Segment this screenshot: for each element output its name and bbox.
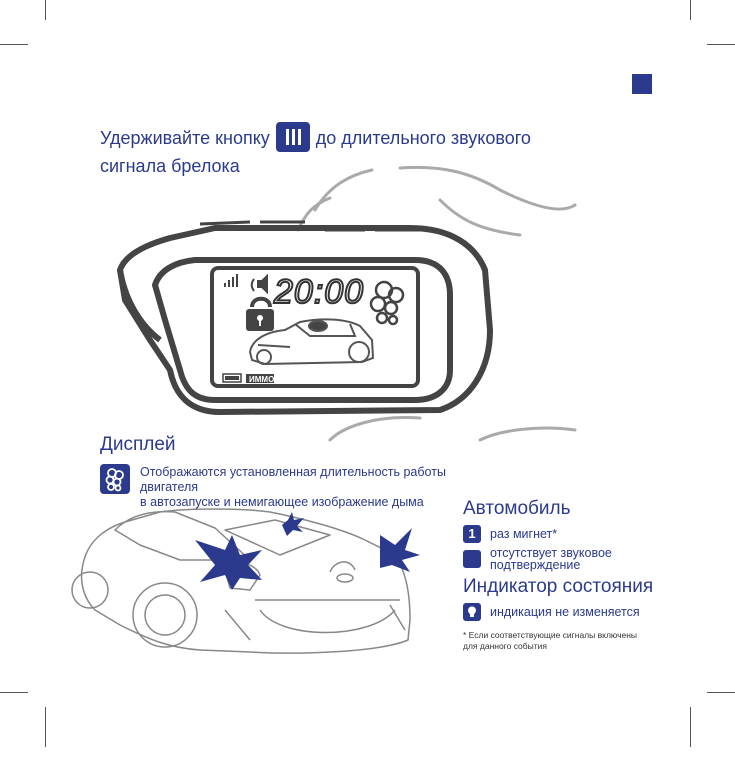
instruction-text: Удерживайте кнопку до длительного звуково…	[100, 122, 570, 179]
display-description-line1: Отображаются установленная длительность …	[140, 465, 446, 494]
footnote-line2: для данного события	[463, 641, 547, 651]
battery-icon	[222, 373, 242, 383]
lcd-time: 20:00	[273, 273, 364, 311]
car-outline	[71, 508, 411, 654]
crop-mark	[690, 707, 691, 747]
footnote: * Если соответствующие сигналы включены …	[463, 630, 663, 652]
footnote-line1: * Если соответствующие сигналы включены	[463, 630, 638, 640]
led-bulb-icon	[463, 603, 481, 621]
display-description: Отображаются установленная длительность …	[140, 465, 500, 510]
signal-icon	[224, 274, 238, 287]
display-description-line2: в автозапуске и немигающее изображение д…	[140, 495, 424, 509]
sound-text-line2: подтверждение	[490, 558, 581, 572]
crop-mark	[0, 692, 28, 693]
fob-back-piece	[117, 269, 162, 343]
lock-icon	[246, 296, 274, 331]
car-title: Автомобиль	[463, 498, 571, 519]
smoke-icon	[100, 464, 130, 494]
instruction-before: Удерживайте кнопку	[100, 127, 270, 148]
sound-text-line1: отсутствует звуковое	[490, 546, 612, 560]
sound-text: отсутствует звуковое подтверждение	[490, 546, 612, 572]
headlight-flash-right	[380, 528, 420, 572]
sound-badge	[463, 550, 481, 568]
status-title: Индикатор состояния	[463, 576, 654, 597]
headlight-flash-left	[195, 535, 262, 590]
immo-label: ИММО	[249, 375, 274, 384]
siren-flash	[282, 512, 304, 536]
smoke-icon	[369, 280, 405, 326]
crop-mark	[45, 707, 46, 747]
crop-mark	[690, 0, 691, 20]
speaker-icon	[250, 273, 268, 295]
blink-count-badge: 1	[463, 525, 481, 543]
instruction-after: до длительного звукового	[315, 127, 531, 148]
crop-mark	[0, 44, 28, 45]
three-bars-button-icon	[275, 122, 310, 152]
hand-outline	[296, 165, 577, 442]
blink-text: раз мигнет*	[490, 527, 558, 541]
page-marker	[632, 74, 652, 94]
display-title: Дисплей	[100, 434, 176, 455]
instruction-line2: сигнала брелока	[100, 156, 240, 176]
car-icon	[248, 318, 375, 366]
crop-mark	[707, 692, 735, 693]
status-text: индикация не изменяется	[490, 605, 640, 619]
immo-badge	[246, 374, 274, 383]
fob-body-outer	[117, 225, 493, 415]
fob-face	[152, 257, 453, 403]
crop-mark	[45, 0, 46, 20]
crop-mark	[707, 44, 735, 45]
